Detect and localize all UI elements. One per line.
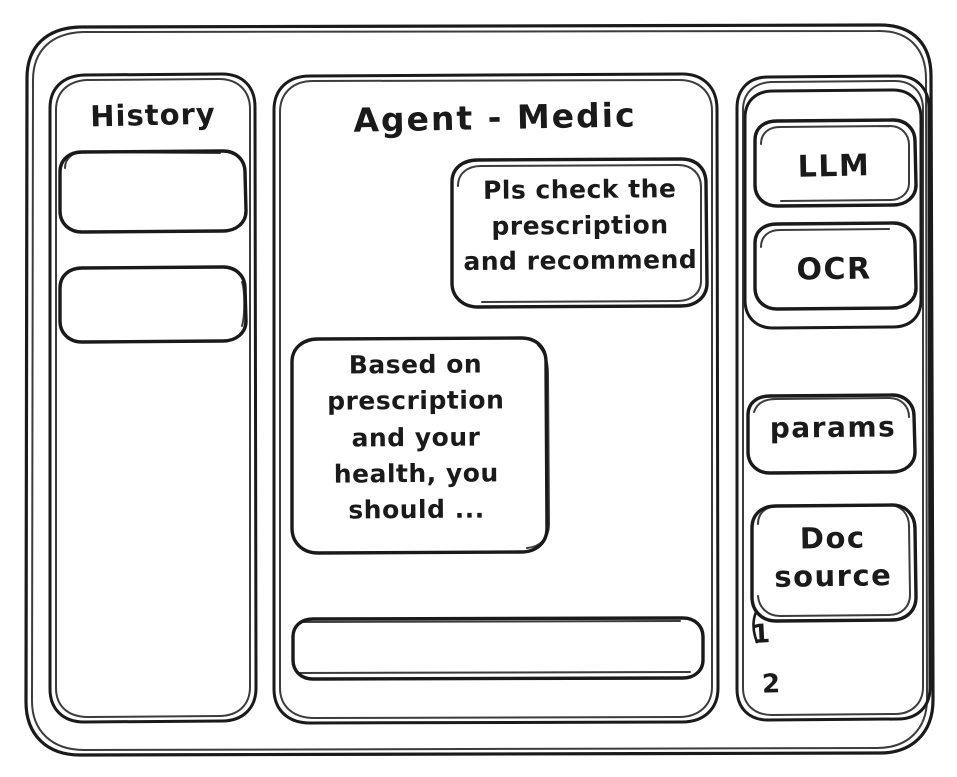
- doc-source-item-1[interactable]: 1: [751, 619, 772, 651]
- message-bubble-assistant: [290, 336, 550, 555]
- page-title: Agent - Medic: [353, 95, 637, 140]
- tools-panel: [735, 74, 932, 722]
- history-panel: [48, 72, 258, 724]
- message-text-assistant: Based on prescription and your health, y…: [327, 349, 505, 525]
- history-item-1[interactable]: [58, 149, 248, 234]
- main-panel: [272, 72, 720, 725]
- tool-button-doc-source-label: Doc source: [774, 520, 893, 594]
- tool-button-ocr-label: OCR: [796, 251, 872, 288]
- doc-source-connector: [752, 610, 759, 644]
- message-text-user: Pls check the prescription and recommend: [463, 174, 698, 277]
- tool-button-llm-label: LLM: [797, 148, 871, 185]
- message-bubble-user: [450, 157, 709, 309]
- composer-input[interactable]: [291, 616, 705, 681]
- models-group: [743, 88, 923, 330]
- history-item-2[interactable]: [58, 265, 248, 344]
- doc-source-item-2[interactable]: 2: [761, 669, 782, 700]
- tool-button-doc-source[interactable]: [750, 503, 918, 623]
- tool-button-params[interactable]: [746, 393, 917, 475]
- tool-button-ocr[interactable]: [753, 221, 918, 311]
- history-panel-title: History: [89, 96, 217, 134]
- tool-button-params-label: params: [769, 410, 897, 445]
- tool-button-llm[interactable]: [753, 118, 918, 208]
